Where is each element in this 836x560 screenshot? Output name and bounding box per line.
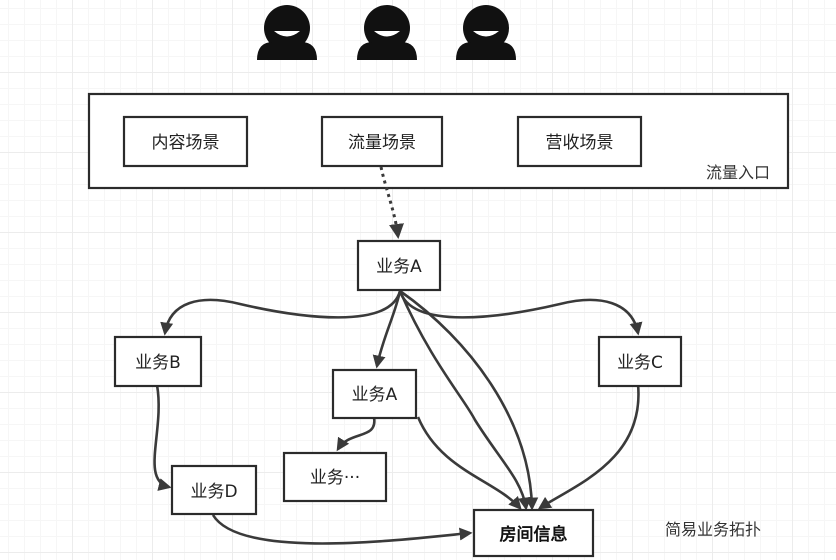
- business-d-label: 业务D: [190, 482, 237, 502]
- edge-a-to-a-sub: [372, 290, 402, 369]
- business-d-node: 业务D: [170, 464, 258, 516]
- business-a-sub-node: 业务A: [331, 368, 418, 420]
- content-scene-node: 内容场景: [122, 115, 249, 168]
- business-c-node: 业务C: [597, 335, 683, 388]
- user-icon: [357, 5, 417, 60]
- edge-a-sub-to-room: [416, 416, 522, 510]
- business-a-label: 业务A: [376, 257, 422, 277]
- edge-a-to-b: [160, 290, 402, 336]
- traffic-scene-label: 流量场景: [348, 133, 416, 153]
- revenue-scene-node: 营收场景: [516, 115, 643, 168]
- edge-a-to-room-2: [399, 289, 539, 511]
- content-scene-label: 内容场景: [152, 133, 220, 153]
- traffic-entry-label: 流量入口: [706, 163, 770, 182]
- business-b-label: 业务B: [135, 353, 181, 373]
- edge-b-to-d: [153, 384, 172, 491]
- business-etc-node: 业务···: [282, 451, 388, 503]
- diagram-caption: 简易业务拓扑: [665, 520, 761, 539]
- business-etc-label: 业务···: [310, 468, 360, 488]
- edge-a-to-room-1: [398, 290, 531, 511]
- business-c-label: 业务C: [617, 353, 663, 373]
- traffic-scene-node: 流量场景: [320, 115, 444, 168]
- business-b-node: 业务B: [113, 335, 203, 388]
- edge-a-to-c: [398, 290, 643, 336]
- business-a-node: 业务A: [356, 239, 442, 292]
- room-info-node: 房间信息: [472, 508, 595, 558]
- edge-a-sub-to-etc: [336, 416, 376, 452]
- user-icon: [257, 5, 317, 60]
- revenue-scene-label: 营收场景: [546, 133, 614, 153]
- edge-c-to-room: [537, 383, 640, 510]
- room-info-label: 房间信息: [500, 524, 568, 545]
- edge-scene-to-a: [379, 166, 404, 239]
- business-a-sub-label: 业务A: [352, 385, 398, 405]
- edge-d-to-room: [211, 514, 473, 545]
- user-icon: [456, 5, 516, 60]
